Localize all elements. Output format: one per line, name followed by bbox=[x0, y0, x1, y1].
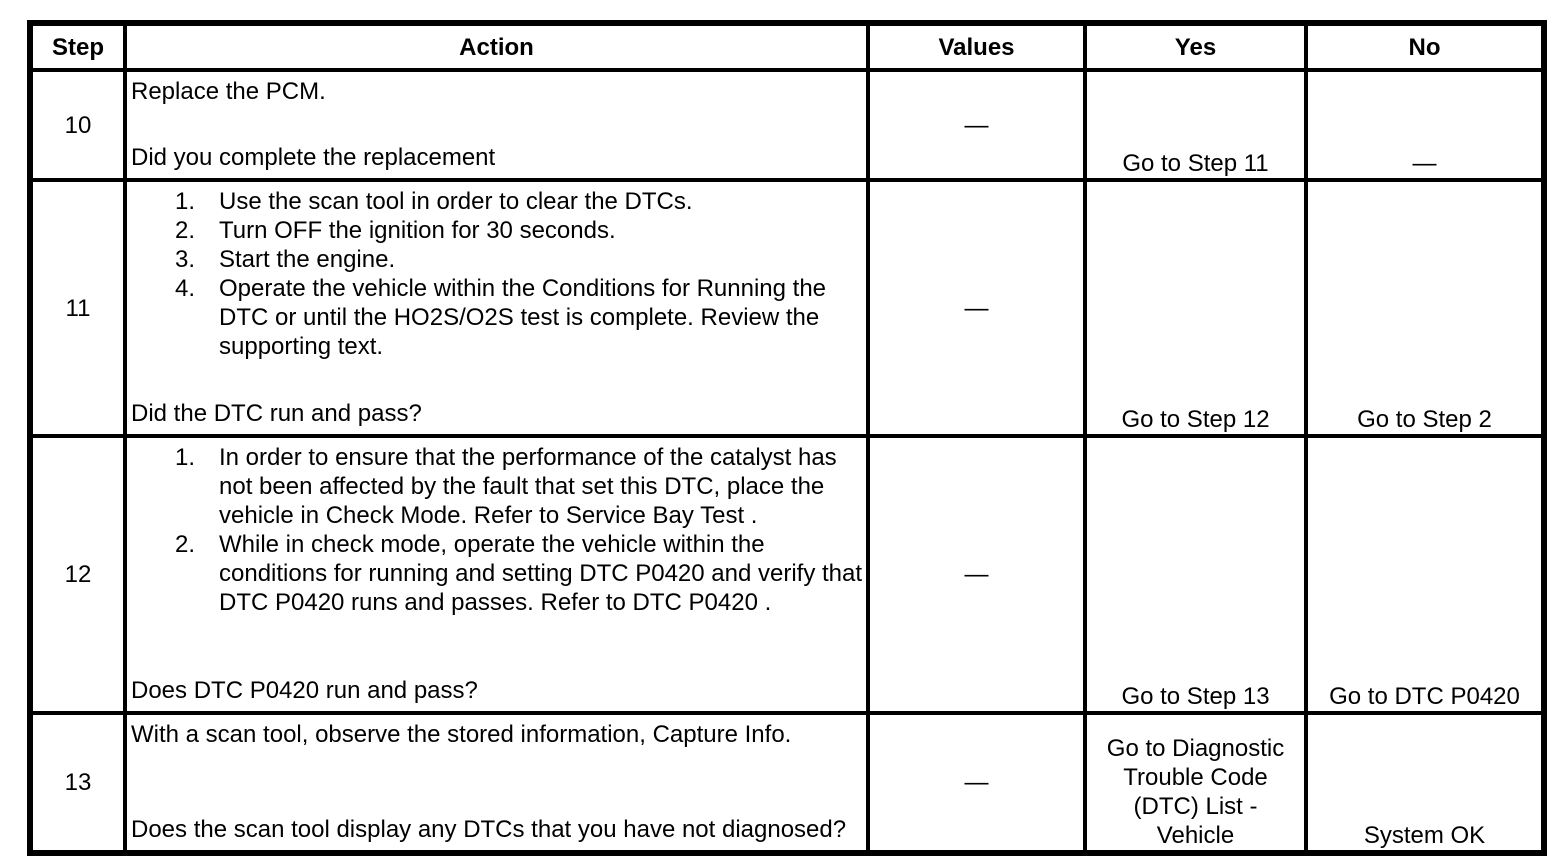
no-cell: Go to DTC P0420 bbox=[1304, 434, 1546, 715]
list-item-number: 1. bbox=[175, 188, 196, 215]
values-cell: — bbox=[866, 68, 1087, 182]
action-intro: With a scan tool, observe the stored inf… bbox=[131, 721, 792, 748]
col-header-step: Step bbox=[28, 21, 127, 72]
list-item-text: Use the scan tool in order to clear the … bbox=[219, 188, 693, 215]
table-row-step-11: 11 1. Use the scan tool in order to clea… bbox=[28, 178, 1546, 438]
list-item-number: 1. bbox=[175, 444, 196, 471]
list-item-text: Turn OFF the ignition for 30 seconds. bbox=[219, 217, 616, 244]
action-question: Did you complete the replacement bbox=[131, 144, 496, 171]
diagnostic-step-table: Step Action Values Yes No 10 Replace the… bbox=[27, 20, 1547, 856]
values-cell: — bbox=[866, 434, 1087, 715]
no-cell: System OK bbox=[1304, 711, 1546, 855]
action-cell: 1. In order to ensure that the performan… bbox=[123, 434, 870, 715]
list-item-text: Start the engine. bbox=[219, 246, 396, 273]
header-row: Step Action Values Yes No bbox=[28, 21, 1546, 72]
action-list: 1. In order to ensure that the performan… bbox=[129, 443, 864, 617]
table-row-step-10: 10 Replace the PCM. Did you complete the… bbox=[28, 68, 1546, 182]
col-header-no: No bbox=[1304, 21, 1546, 72]
list-item-number: 3. bbox=[175, 246, 196, 273]
list-item-text: Operate the vehicle within the Condition… bbox=[219, 275, 827, 360]
list-item: 4. Operate the vehicle within the Condit… bbox=[129, 274, 864, 361]
yes-cell: Go to Step 11 bbox=[1083, 68, 1308, 182]
yes-cell: Go to Step 13 bbox=[1083, 434, 1308, 715]
action-cell: With a scan tool, observe the stored inf… bbox=[123, 711, 870, 855]
col-header-yes: Yes bbox=[1083, 21, 1308, 72]
action-cell: 1. Use the scan tool in order to clear t… bbox=[123, 178, 870, 438]
list-item: 1. Use the scan tool in order to clear t… bbox=[129, 187, 864, 216]
step-number: 10 bbox=[28, 68, 127, 182]
action-question: Does DTC P0420 run and pass? bbox=[131, 677, 478, 704]
yes-cell: Go to Diagnostic Trouble Code (DTC) List… bbox=[1083, 711, 1308, 855]
list-item: 3. Start the engine. bbox=[129, 245, 864, 274]
list-item: 1. In order to ensure that the performan… bbox=[129, 443, 864, 530]
action-intro: Replace the PCM. bbox=[131, 78, 326, 105]
list-item-text: While in check mode, operate the vehicle… bbox=[219, 531, 863, 616]
list-item: 2. Turn OFF the ignition for 30 seconds. bbox=[129, 216, 864, 245]
col-header-action: Action bbox=[123, 21, 870, 72]
table-row-step-12: 12 1. In order to ensure that the perfor… bbox=[28, 434, 1546, 715]
action-cell: Replace the PCM. Did you complete the re… bbox=[123, 68, 870, 182]
yes-cell: Go to Step 12 bbox=[1083, 178, 1308, 438]
action-question: Does the scan tool display any DTCs that… bbox=[131, 816, 847, 843]
values-cell: — bbox=[866, 178, 1087, 438]
no-cell: Go to Step 2 bbox=[1304, 178, 1546, 438]
list-item-number: 4. bbox=[175, 275, 196, 302]
list-item-text: In order to ensure that the performance … bbox=[219, 444, 837, 529]
list-item-number: 2. bbox=[175, 531, 196, 558]
col-header-values: Values bbox=[866, 21, 1087, 72]
action-question: Did the DTC run and pass? bbox=[131, 400, 422, 427]
step-number: 13 bbox=[28, 711, 127, 855]
no-cell: — bbox=[1304, 68, 1546, 182]
step-number: 11 bbox=[28, 178, 127, 438]
action-list: 1. Use the scan tool in order to clear t… bbox=[129, 187, 864, 361]
values-cell: — bbox=[866, 711, 1087, 855]
list-item-number: 2. bbox=[175, 217, 196, 244]
step-number: 12 bbox=[28, 434, 127, 715]
list-item: 2. While in check mode, operate the vehi… bbox=[129, 530, 864, 617]
table-row-step-13: 13 With a scan tool, observe the stored … bbox=[28, 711, 1546, 855]
